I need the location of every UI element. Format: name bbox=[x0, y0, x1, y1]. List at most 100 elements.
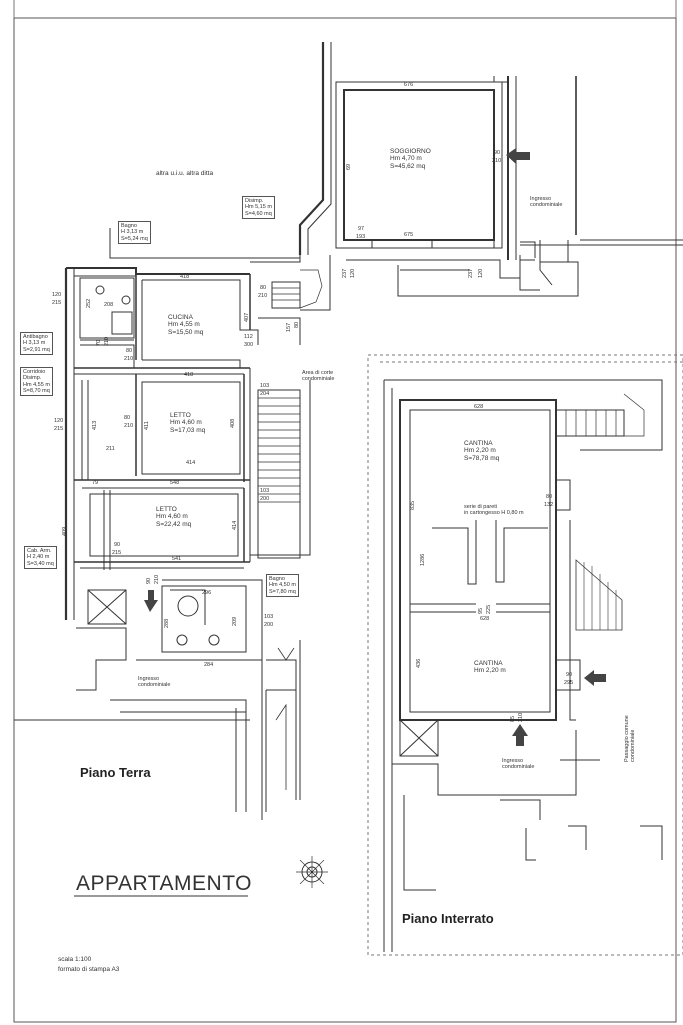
room-name: CANTINA bbox=[464, 440, 493, 447]
room-name: LETTO bbox=[156, 506, 177, 513]
entrance-label-bottom: Ingresso condominiale bbox=[138, 676, 170, 689]
dim-548: 548 bbox=[170, 480, 180, 486]
room-area: S=3,40 mq bbox=[27, 560, 54, 567]
room-name: Antibagno bbox=[23, 334, 48, 340]
room-height: Hm 2,20 m bbox=[464, 447, 496, 455]
dim-157: 157 bbox=[286, 322, 292, 332]
dim-414b: 414 bbox=[232, 520, 238, 530]
dim-237b: 237 bbox=[468, 268, 474, 278]
dim-204: 204 bbox=[260, 391, 270, 397]
room-label-cab-arm: Cab. Arm. H 2,40 m S=3,40 mq bbox=[24, 546, 57, 569]
room-area: S=15,50 mq bbox=[168, 328, 204, 336]
room-height: H 3,13 m bbox=[121, 229, 144, 236]
courtyard-label: Area di corte condominiale bbox=[302, 370, 334, 383]
dim-408: 408 bbox=[230, 418, 236, 428]
basement-title: Piano Interrato bbox=[402, 911, 494, 926]
dim-69: 69 bbox=[346, 163, 352, 170]
room-area: S=22,42 mq bbox=[156, 520, 192, 528]
dim-409: 409 bbox=[62, 526, 68, 536]
dim-80: 80 bbox=[546, 494, 553, 500]
room-height: Hm 4,55 m bbox=[23, 381, 50, 388]
dim-414a: 414 bbox=[186, 460, 196, 466]
room-label-cantina-2: CANTINA Hm 2,20 m bbox=[474, 660, 506, 675]
dim-120c: 120 bbox=[478, 268, 484, 278]
partitions-note: serie di pareti in cartongesso H 0,80 m bbox=[464, 504, 524, 517]
dim-436: 436 bbox=[416, 658, 422, 668]
dim-210f: 210 bbox=[154, 574, 160, 584]
dim-193: 193 bbox=[356, 234, 366, 240]
entrance-line-1: Ingresso bbox=[138, 676, 160, 682]
dim-835: 835 bbox=[410, 500, 416, 510]
room-area: S=45,62 mq bbox=[390, 162, 426, 170]
room-area: S=2,91 mq bbox=[23, 346, 50, 353]
entrance-line-2: condominiale bbox=[138, 682, 171, 689]
ground-floor-title: Piano Terra bbox=[80, 765, 151, 780]
room-label-disimp: Disimp. Hm 5,15 m S=4,60 mq bbox=[242, 196, 275, 219]
room-height: H 2,40 m bbox=[27, 554, 50, 561]
dim-300: 300 bbox=[244, 342, 254, 348]
room-label-letto-2: LETTO Hm 4,60 m S=22,42 mq bbox=[156, 506, 191, 528]
dim-407: 407 bbox=[244, 312, 250, 322]
dim-295: 295 bbox=[564, 680, 574, 686]
entrance-line-1: Ingresso bbox=[530, 196, 552, 202]
dim-210: 210 bbox=[518, 712, 524, 722]
room-height: Hm 4,60 m bbox=[156, 513, 188, 521]
dim-675: 675 bbox=[404, 232, 414, 238]
sheet-heading: APPARTAMENTO bbox=[76, 872, 252, 895]
dim-210b: 210 bbox=[258, 293, 268, 299]
dim-284: 284 bbox=[204, 662, 214, 668]
dim-296: 296 bbox=[202, 590, 212, 596]
note-line-1: serie di pareti bbox=[464, 504, 498, 510]
entrance-label-top: Ingresso condominiale bbox=[530, 196, 562, 209]
dim-90b: 90 bbox=[114, 542, 121, 548]
dim-90: 90 bbox=[566, 672, 573, 678]
dim-237a: 237 bbox=[342, 268, 348, 278]
dim-80d: 80 bbox=[124, 415, 131, 421]
dim-418a: 418 bbox=[180, 274, 190, 280]
room-area: S=4,60 mq bbox=[245, 210, 272, 217]
dim-411: 411 bbox=[144, 421, 150, 430]
dim-120a: 120 bbox=[52, 292, 62, 298]
dim-112: 112 bbox=[244, 334, 253, 340]
room-label-soggiorno: SOGGIORNO Hm 4,70 m S=45,62 mq bbox=[390, 148, 431, 170]
dim-132: 132 bbox=[544, 502, 554, 508]
dim-210a: 210 bbox=[492, 158, 502, 164]
dim-1286: 1286 bbox=[420, 553, 426, 566]
room-name: SOGGIORNO bbox=[390, 148, 431, 155]
dim-676: 676 bbox=[404, 82, 414, 88]
dim-209: 209 bbox=[232, 616, 238, 626]
dim-103a: 103 bbox=[260, 383, 270, 389]
room-label-bagno-2: Bagno Hm 4,50 m S=7,80 mq bbox=[266, 574, 299, 597]
dim-413: 413 bbox=[92, 420, 98, 430]
dim-103c: 103 bbox=[264, 614, 274, 620]
dim-541: 541 bbox=[172, 556, 182, 562]
note-line-2: in cartongesso H 0,80 m bbox=[464, 510, 524, 517]
room-label-antibagno: Antibagno H 3,13 m S=2,91 mq bbox=[20, 332, 53, 355]
room-name: Bagno bbox=[121, 223, 137, 229]
dim-200a: 200 bbox=[260, 496, 270, 502]
room-name: Corridoio bbox=[23, 369, 46, 375]
dim-628b: 628 bbox=[480, 616, 490, 622]
dim-70: 70 bbox=[96, 339, 102, 346]
dim-252: 252 bbox=[86, 298, 92, 308]
room-name: Disimp. bbox=[245, 198, 264, 204]
dim-80b: 80 bbox=[294, 321, 300, 328]
format-label: formato di stampa A3 bbox=[58, 966, 120, 973]
room-name: CANTINA bbox=[474, 660, 503, 667]
dim-120d: 120 bbox=[54, 418, 64, 424]
passage-label: Passaggio comune condominiale bbox=[624, 715, 637, 762]
room-area: S=5,24 mq bbox=[121, 235, 148, 242]
room-area: S=8,70 mq bbox=[23, 387, 50, 394]
room-area: S=7,80 mq bbox=[269, 588, 296, 595]
dim-80c: 80 bbox=[126, 348, 133, 354]
dim-288: 288 bbox=[164, 618, 170, 628]
scale-label: scala 1:100 bbox=[58, 956, 92, 963]
dim-103b: 103 bbox=[260, 488, 270, 494]
entrance-line-1: Ingresso bbox=[502, 758, 524, 764]
other-unit-label: altra u.i.u. altra ditta bbox=[156, 170, 214, 177]
room-name: Cab. Arm. bbox=[27, 548, 52, 554]
dim-211: 211 bbox=[106, 446, 115, 452]
room-area: S=17,03 mq bbox=[170, 426, 206, 434]
room-height: H 3,13 m bbox=[23, 340, 46, 347]
room-name: CUCINA bbox=[168, 314, 193, 321]
